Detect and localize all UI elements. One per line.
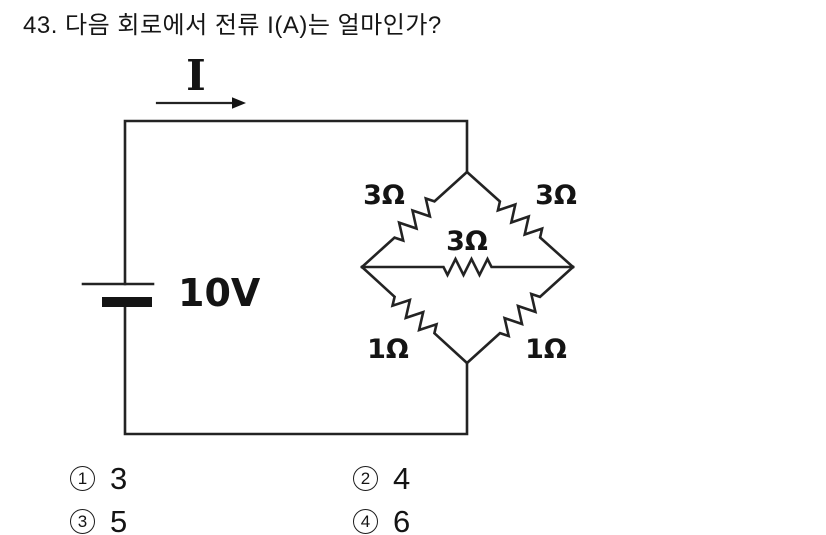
- current-arrow-head: [232, 97, 246, 109]
- resistor-bottom-right-label: 1Ω: [525, 334, 567, 365]
- choice-2-marker: 2: [353, 466, 378, 491]
- choice-4-marker: 4: [353, 509, 378, 534]
- choice-2[interactable]: 2 4: [353, 463, 410, 494]
- choice-2-value: 4: [393, 461, 411, 496]
- current-label: I: [186, 51, 206, 100]
- resistor-bottom-left: [360, 265, 469, 365]
- resistor-middle: [360, 256, 575, 278]
- choice-4[interactable]: 4 6: [353, 506, 410, 535]
- choice-1-marker: 1: [70, 466, 95, 491]
- choice-3-marker: 3: [70, 509, 95, 534]
- battery-negative-plate: [102, 297, 152, 307]
- choice-4-value: 6: [393, 504, 411, 535]
- wire-bottom-loop: [123, 305, 469, 436]
- resistor-bottom-right: [465, 265, 575, 365]
- choice-1-value: 3: [110, 461, 128, 496]
- resistor-top-right: [465, 170, 575, 269]
- resistor-top-left-label: 3Ω: [363, 180, 405, 211]
- choice-3[interactable]: 3 5: [70, 506, 127, 535]
- battery-voltage-label: 10V: [178, 271, 261, 315]
- choice-1[interactable]: 1 3: [70, 463, 127, 494]
- question-title: 43. 다음 회로에서 전류 I(A)는 얼마인가?: [23, 12, 442, 39]
- resistor-middle-label: 3Ω: [446, 226, 488, 257]
- resistor-bottom-left-label: 1Ω: [367, 334, 409, 365]
- resistor-top-right-label: 3Ω: [535, 180, 577, 211]
- resistor-top-left: [360, 170, 469, 269]
- wire-top-loop: [123, 119, 469, 286]
- choice-3-value: 5: [110, 504, 128, 535]
